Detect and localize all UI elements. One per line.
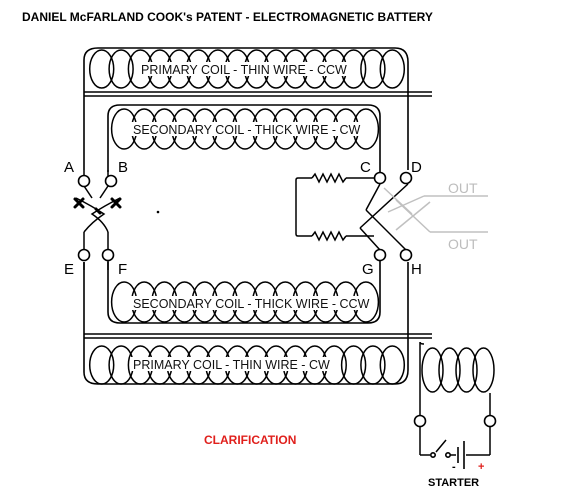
terminals: [77, 171, 413, 262]
terminal-C-label: C: [360, 159, 371, 176]
coil-turn: [340, 345, 367, 385]
coil-turn: [472, 347, 495, 393]
top-primary-label-bg: [138, 62, 354, 76]
output-label-1: OUT: [448, 180, 478, 196]
top-primary-label: PRIMARY COIL - THIN WIRE - CCW: [141, 63, 347, 77]
terminal-D-label: D: [411, 159, 422, 176]
bottom-primary-label-bg: [130, 357, 340, 371]
terminal-B-label: B: [118, 159, 128, 176]
core-bars: [84, 91, 432, 339]
terminal-A-label: A: [64, 159, 74, 176]
starter-circuit: [419, 341, 491, 456]
coil-turn: [379, 345, 406, 385]
output-label-2: OUT: [448, 236, 478, 252]
left-switch-network: [75, 170, 121, 270]
terminal-F-node: [101, 248, 115, 262]
coil-turn: [421, 347, 444, 393]
terminal-D-node: [399, 171, 413, 185]
left-switch-crossings: [73, 197, 122, 215]
terminal-F-label: F: [118, 261, 127, 278]
stray-dot: [156, 210, 160, 214]
terminal-H-node: [399, 248, 413, 262]
starter-terminals: [413, 414, 497, 458]
coil-turn: [108, 345, 134, 385]
starter-coil: [421, 347, 495, 393]
battery-plus-sign: +: [478, 461, 484, 473]
terminal-E-node: [77, 248, 91, 262]
coil-turn: [108, 49, 134, 89]
battery-symbol: [457, 441, 465, 469]
core-inner-loop: [107, 104, 381, 324]
terminal-A-node: [77, 174, 91, 188]
clarification-note: CLARIFICATION: [204, 433, 296, 447]
coil-turn: [455, 347, 478, 393]
diagram-title: DANIEL McFARLAND COOK's PATENT - ELECTRO…: [22, 10, 433, 24]
bottom-primary-label: PRIMARY COIL - THIN WIRE - CW: [133, 358, 330, 372]
terminal-B-node: [104, 174, 118, 188]
coil-turn: [360, 345, 386, 385]
coil-turn: [88, 345, 115, 385]
battery-minus-sign: -: [452, 461, 456, 473]
bottom-secondary-label-bg: [130, 296, 368, 310]
coil-turn: [379, 49, 406, 89]
coil-turn: [360, 49, 386, 89]
starter-label: STARTER: [428, 477, 479, 489]
right-switch-network: [295, 172, 409, 251]
bottom-secondary-label: SECONDARY COIL - THICK WIRE - CCW: [133, 297, 370, 311]
top-secondary-label-bg: [130, 122, 362, 136]
top-secondary-label: SECONDARY COIL - THICK WIRE - CW: [133, 123, 361, 137]
terminal-H-label: H: [411, 261, 422, 278]
core-outer-loop: [83, 47, 409, 385]
coil-turn: [88, 49, 115, 89]
terminal-G-label: G: [362, 261, 374, 278]
coil-turn: [438, 347, 461, 393]
terminal-G-node: [373, 248, 387, 262]
terminal-E-label: E: [64, 261, 74, 278]
output-wiring: [383, 187, 488, 233]
terminal-C-node: [373, 171, 387, 185]
